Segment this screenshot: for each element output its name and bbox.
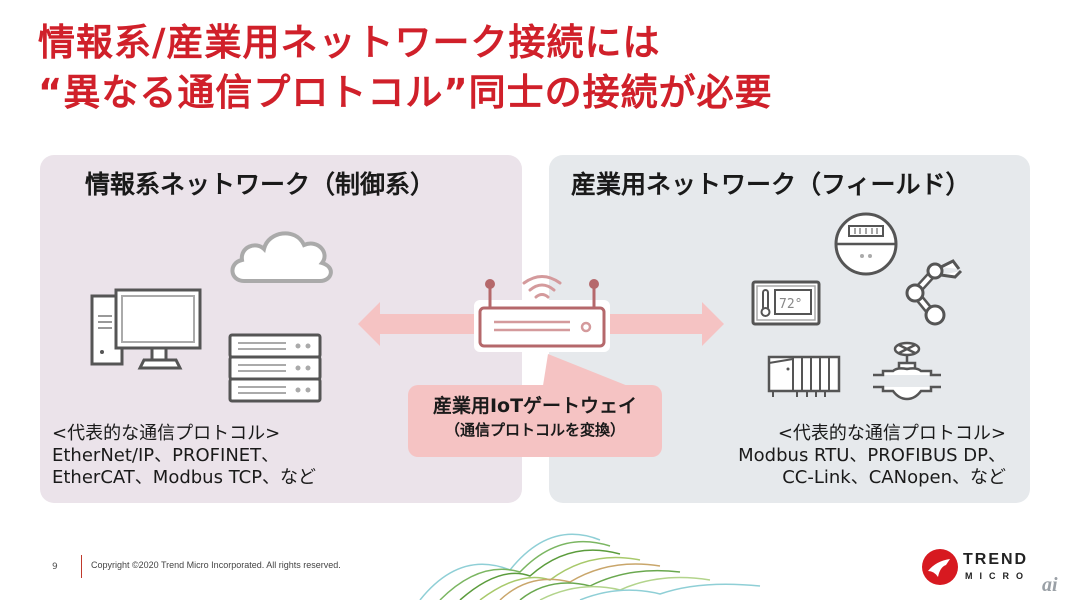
iot-gateway-label: 産業用IoTゲートウェイ [432, 395, 638, 417]
server-rack-icon [228, 333, 322, 403]
thermostat-icon: 72° [751, 280, 821, 326]
slide-title-line2: “異なる通信プロトコル”同士の接続が必要 [38, 71, 773, 114]
industrial-protocols-line2: CC-Link、CANopen、など [782, 467, 1006, 488]
copyright-text: Copyright ©2020 Trend Micro Incorporated… [91, 560, 341, 570]
cloud-icon [230, 231, 333, 283]
thermostat-display: 72° [779, 297, 802, 312]
plc-icon [767, 355, 841, 397]
trend-micro-logo-icon [922, 549, 958, 585]
meter-icon [834, 212, 898, 276]
industrial-protocols-heading: <代表的な通信プロトコル> [777, 423, 1006, 444]
decorative-swirl [419, 533, 761, 600]
it-protocols-heading: <代表的な通信プロトコル> [52, 423, 281, 444]
industrial-network-heading: 産業用ネットワーク（フィールド） [571, 170, 971, 199]
footer-divider [81, 555, 82, 578]
callout-pointer [542, 354, 628, 392]
page-number: 9 [52, 562, 58, 572]
slide-title-line1: 情報系/産業用ネットワーク接続には [38, 21, 661, 64]
logo-wordmark-micro: MICRO [965, 571, 1030, 581]
valve-icon [873, 341, 941, 401]
iot-gateway-router-icon [474, 275, 610, 352]
iot-gateway-sublabel: （通信プロトコルを変換） [444, 421, 625, 439]
it-protocols-line1: EtherNet/IP、PROFINET、 [52, 445, 280, 466]
industrial-protocols-line1: Modbus RTU、PROFIBUS DP、 [738, 445, 1006, 466]
watermark-logo: ai [1042, 574, 1058, 596]
it-network-heading: 情報系ネットワーク（制御系） [85, 170, 436, 199]
robot-arm-icon [905, 259, 963, 326]
it-protocols-line2: EtherCAT、Modbus TCP、など [52, 467, 317, 488]
it-protocols-list: <代表的な通信プロトコル> EtherNet/IP、PROFINET、 Ethe… [52, 423, 316, 489]
industrial-protocols-list: <代表的な通信プロトコル> Modbus RTU、PROFIBUS DP、 CC… [738, 423, 1006, 489]
iot-gateway-callout: 産業用IoTゲートウェイ （通信プロトコルを変換） [408, 385, 662, 457]
logo-wordmark-trend: TREND [963, 551, 1029, 568]
slide-title: 情報系/産業用ネットワーク接続には “異なる通信プロトコル”同士の接続が必要 [38, 18, 773, 118]
industrial-network-panel: 産業用ネットワーク（フィールド） 72° [549, 155, 1030, 503]
desktop-computer-icon [90, 288, 202, 370]
